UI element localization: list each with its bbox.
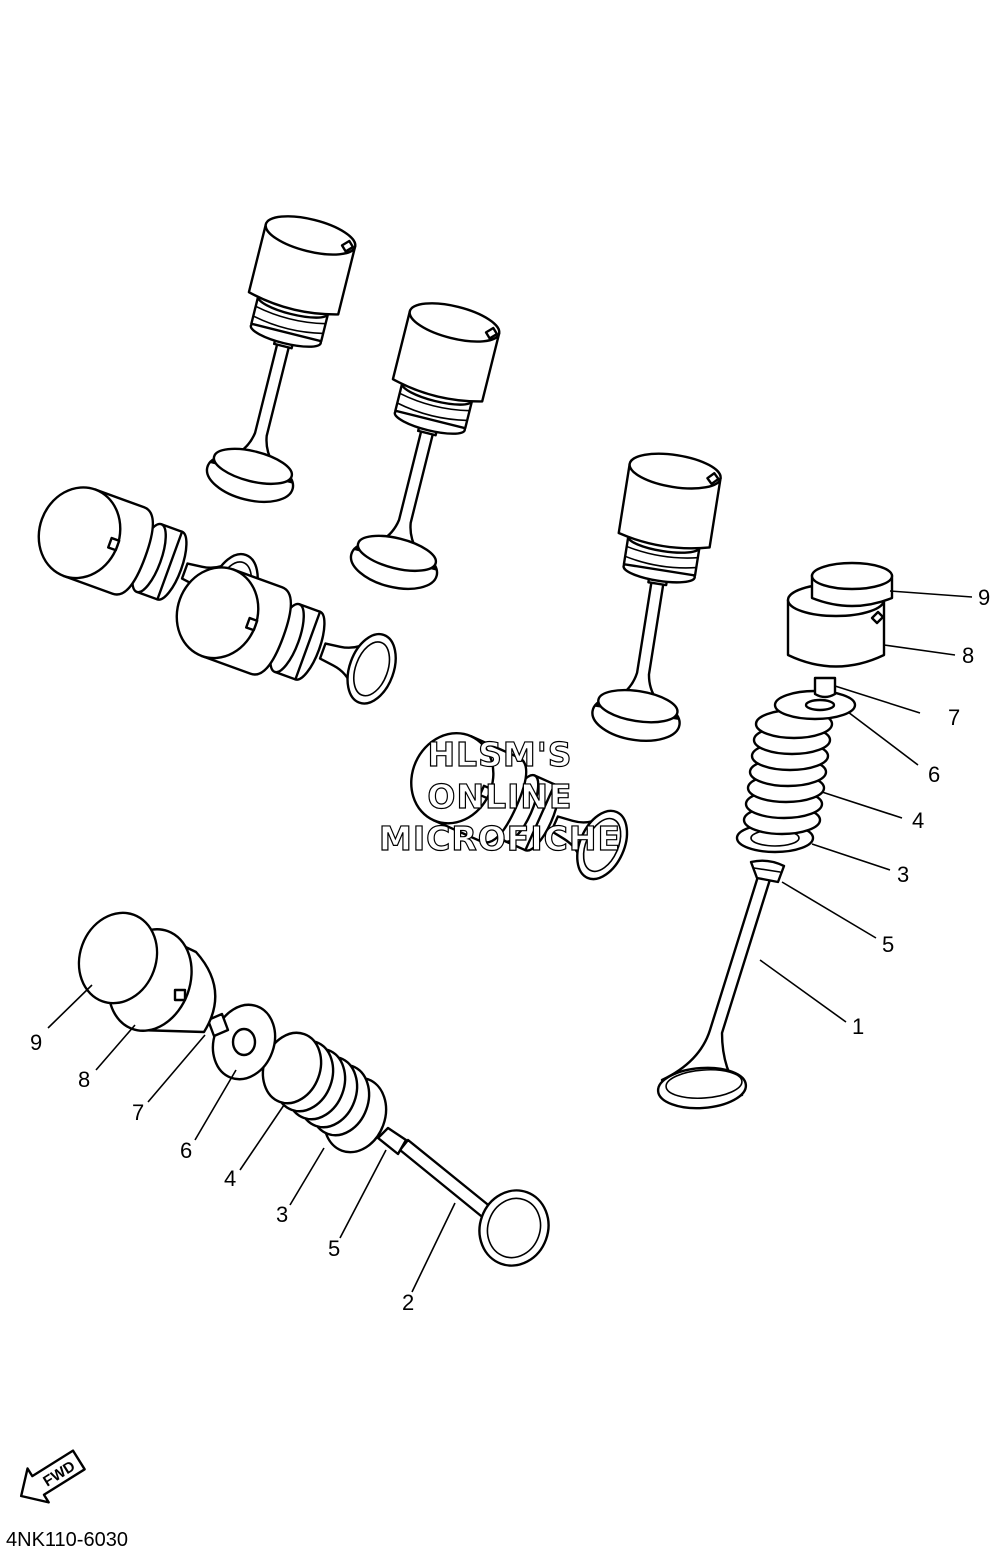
callout-9-left: 9 bbox=[30, 1030, 42, 1055]
leaders-right bbox=[759, 590, 973, 1023]
keeper-7 bbox=[813, 676, 837, 699]
cotter-5-left bbox=[376, 1126, 408, 1156]
callout-5-right: 5 bbox=[882, 932, 894, 957]
callout-6-right: 6 bbox=[928, 762, 940, 787]
callouts-right: 9 8 7 6 4 3 5 1 bbox=[852, 585, 990, 1039]
valve-assembly-rear-3 bbox=[585, 446, 725, 749]
callout-7-left: 7 bbox=[132, 1100, 144, 1125]
exploded-assembly-left bbox=[77, 911, 550, 1267]
callout-4-left: 4 bbox=[224, 1166, 236, 1191]
spring-4 bbox=[742, 708, 834, 836]
valve-1 bbox=[660, 868, 774, 1102]
watermark-line-3: MICROFICHE bbox=[379, 819, 621, 858]
callout-7-right: 7 bbox=[948, 705, 960, 730]
leaders-left bbox=[47, 984, 456, 1293]
callout-3-right: 3 bbox=[897, 862, 909, 887]
exploded-assembly-right bbox=[656, 561, 894, 1110]
shim-9-left bbox=[77, 911, 159, 1005]
keeper-7-left bbox=[206, 1012, 230, 1038]
watermark: HLSM'S ONLINE MICROFICHE bbox=[378, 734, 621, 858]
callout-1-right: 1 bbox=[852, 1014, 864, 1039]
fwd-arrow-icon: FWD bbox=[19, 1449, 86, 1504]
valve-assembly-rear-1 bbox=[198, 207, 361, 512]
callout-2-left: 2 bbox=[402, 1290, 414, 1315]
callout-8-left: 8 bbox=[78, 1067, 90, 1092]
callout-4-right: 4 bbox=[912, 808, 924, 833]
spring-4-left bbox=[261, 1031, 371, 1137]
valve-assembly-rear-2 bbox=[342, 294, 505, 599]
callout-9-right: 9 bbox=[978, 585, 990, 610]
watermark-line-1: HLSM'S bbox=[427, 735, 572, 774]
callout-6-left: 6 bbox=[180, 1138, 192, 1163]
valve-2 bbox=[398, 1138, 494, 1222]
callouts-left: 9 8 7 6 4 3 5 2 bbox=[30, 1030, 414, 1315]
part-code: 4NK110-6030 bbox=[6, 1529, 128, 1551]
callout-5-left: 5 bbox=[328, 1236, 340, 1261]
watermark-line-2: ONLINE bbox=[427, 777, 572, 816]
bucket-8 bbox=[786, 598, 886, 668]
callout-8-right: 8 bbox=[962, 643, 974, 668]
callout-3-left: 3 bbox=[276, 1202, 288, 1227]
cotter-5 bbox=[749, 859, 786, 884]
